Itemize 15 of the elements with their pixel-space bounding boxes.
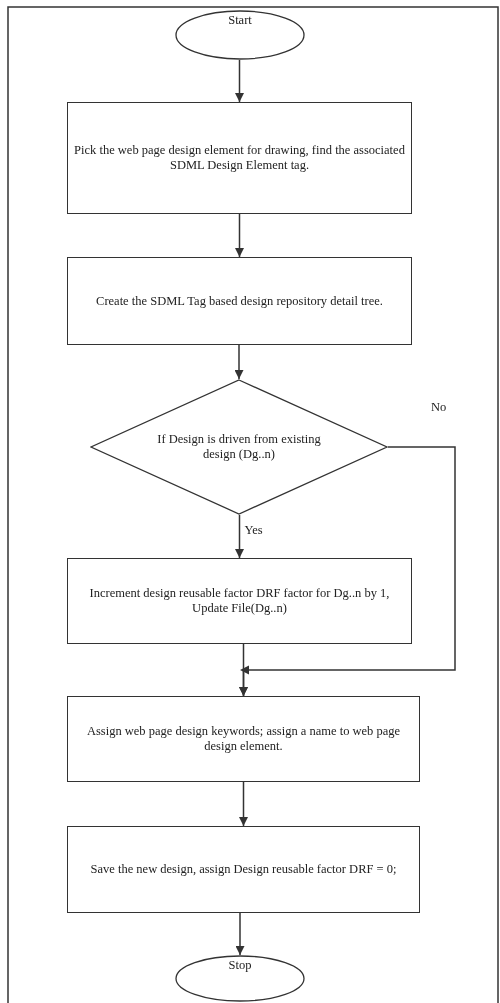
process-box: Pick the web page design element for drawing, find the associated SDML Design Element tag. — [67, 102, 412, 214]
arrow — [239, 446, 456, 697]
process-box: Create the SDML Tag based design repository detail tree. — [67, 257, 412, 345]
terminal-ellipse: Stop — [175, 955, 305, 1002]
process-box: Save the new design, assign Design reusable factor DRF = 0; — [67, 826, 420, 913]
arrow — [235, 912, 245, 956]
process-box: Increment design reusable factor DRF factor for Dg..n by 1, Update File(Dg..n) — [67, 558, 412, 644]
decision-diamond: If Design is driven from existing design (Dg..n) — [90, 379, 388, 515]
arrow — [235, 59, 244, 103]
terminal-ellipse: Start — [175, 10, 305, 60]
arrow — [239, 781, 248, 827]
arrow — [235, 514, 244, 559]
arrow — [235, 213, 244, 258]
arrow — [234, 344, 244, 380]
process-box: Assign web page design keywords; assign a name to web page design element. — [67, 696, 420, 782]
